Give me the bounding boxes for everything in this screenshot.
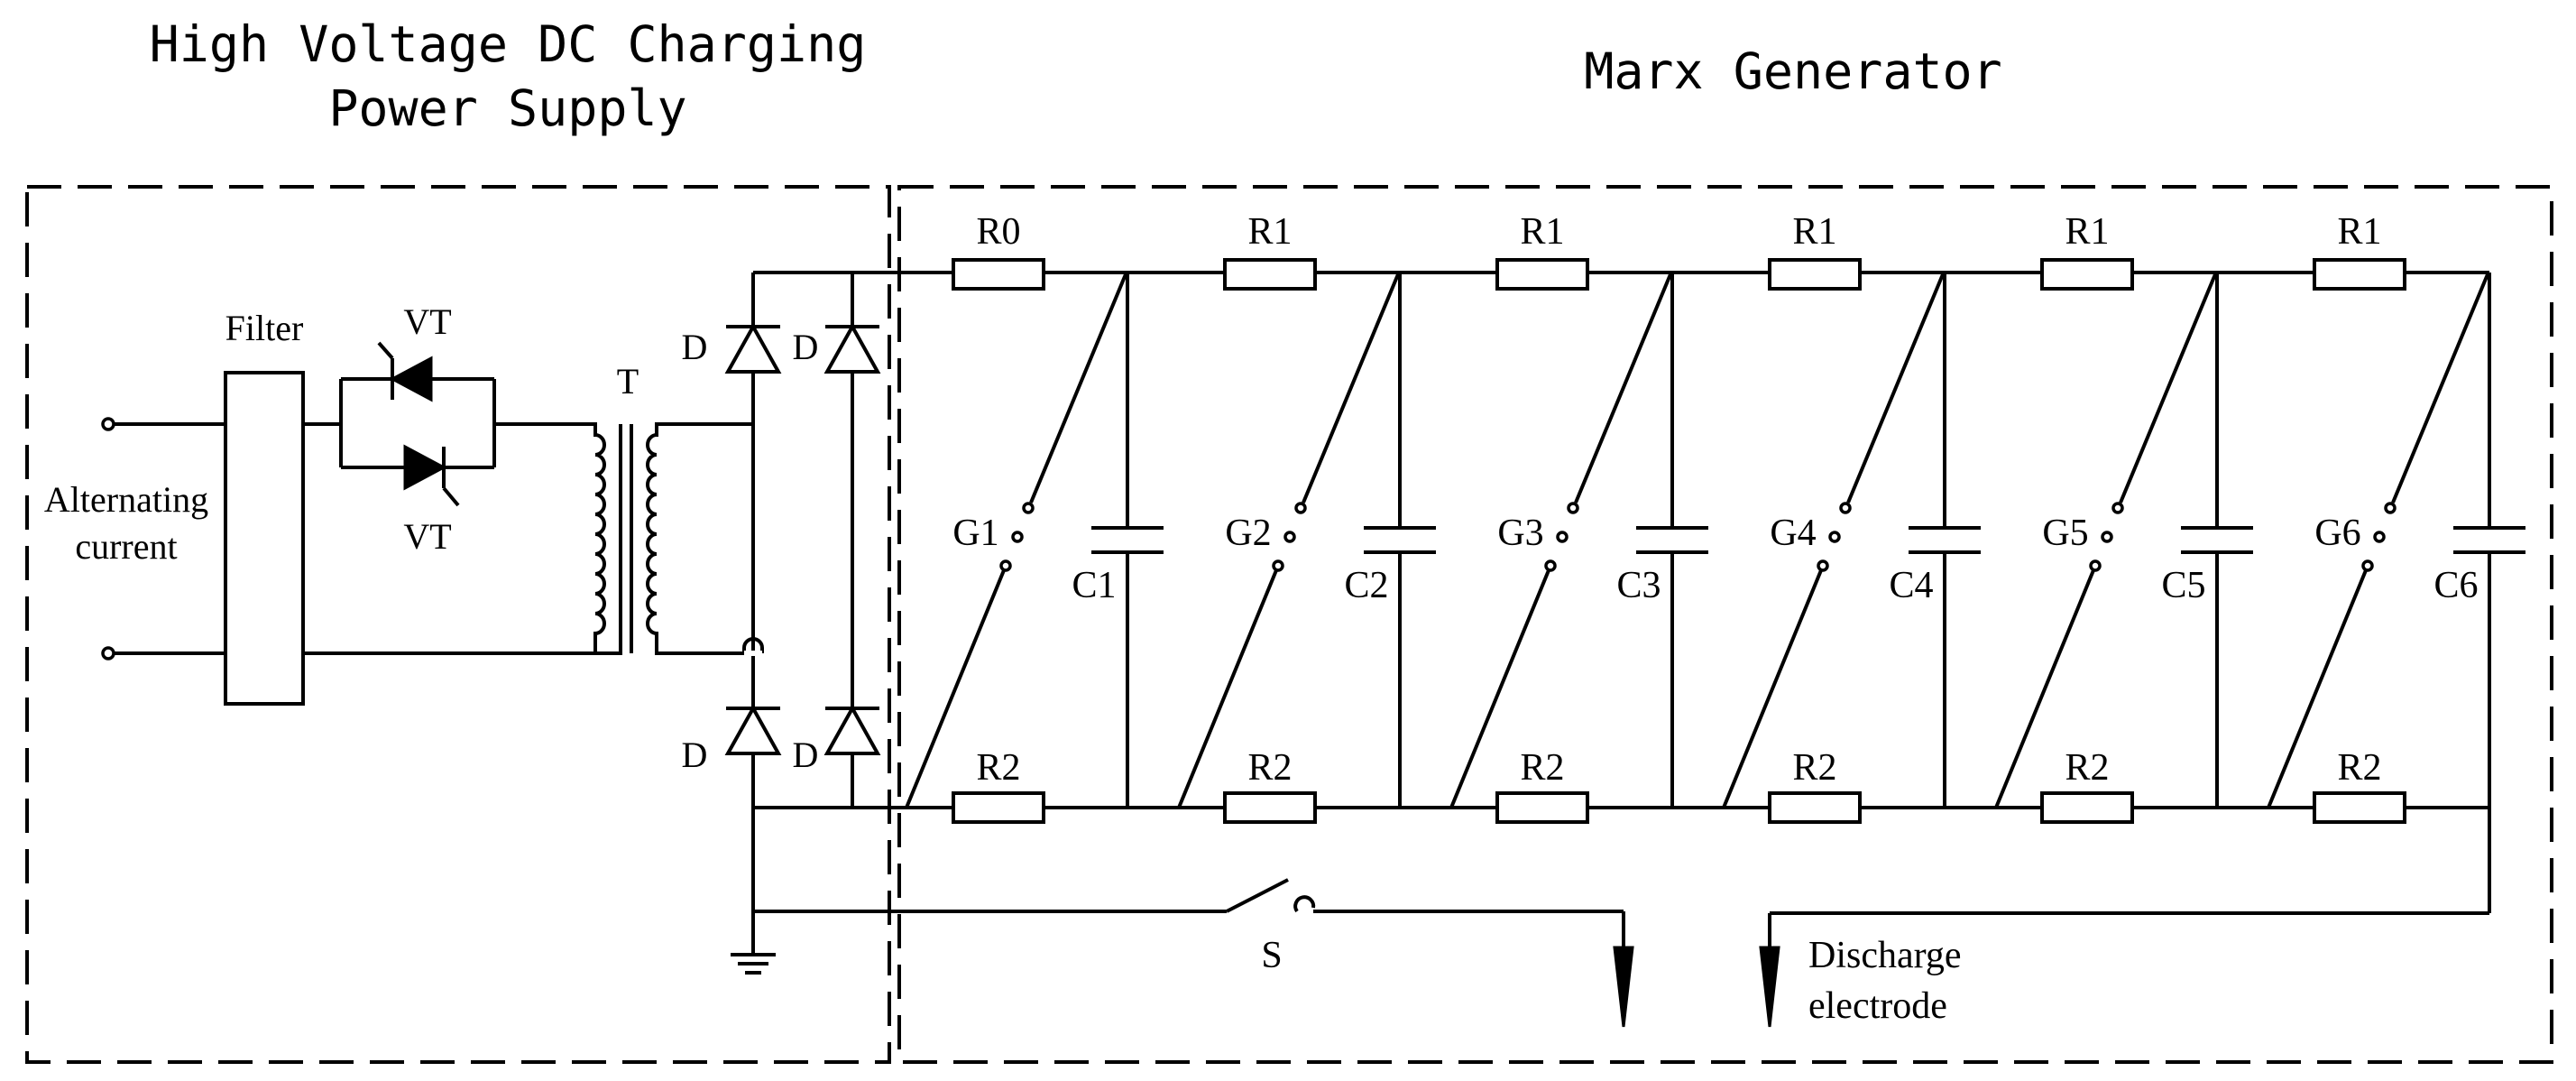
spark-gap-g1-label: G1 <box>952 513 998 554</box>
stage-3: G3 C3 <box>1449 273 1708 808</box>
resistor-r2-label-6: R2 <box>2337 747 2381 789</box>
input-label-line2: current <box>75 526 177 567</box>
resistor-r1-label-5: R1 <box>2337 211 2381 253</box>
ac-input: Alternating current <box>44 417 225 661</box>
resistor-r2-label-1: R2 <box>976 747 1020 789</box>
stage-5: G5 C5 <box>1994 273 2253 808</box>
rectifier-bridge: D D D D <box>682 271 956 911</box>
switch-label: S <box>1261 935 1282 976</box>
resistor-r1-label-1: R1 <box>1247 211 1292 253</box>
resistor-r2-4 <box>1768 791 1862 824</box>
diode-top-left <box>724 322 782 374</box>
input-terminal-bottom <box>101 646 115 661</box>
capacitor-c2-label: C2 <box>1344 565 1388 606</box>
spark-gap-g3-label: G3 <box>1497 513 1543 554</box>
capacitor-c5-label: C5 <box>2161 565 2205 606</box>
ground-icon <box>731 911 776 975</box>
diode-label-4: D <box>793 735 819 775</box>
capacitor-c1-label: C1 <box>1072 565 1116 606</box>
resistor-r2-1 <box>952 791 1045 824</box>
capacitor-c6-label: C6 <box>2433 565 2478 606</box>
bottom-rail: R2 R2 R2 R2 R2 R2 <box>753 747 2489 824</box>
diode-top-right <box>823 322 881 374</box>
thyristor-label-top: VT <box>403 301 451 342</box>
resistor-r1-3 <box>1768 258 1862 291</box>
switch-s: S <box>753 878 1625 976</box>
electrode-label-line1: Discharge <box>1808 935 1962 976</box>
input-terminal-top <box>101 417 115 431</box>
spark-gap-g6-label: G6 <box>2314 513 2360 554</box>
filter: Filter <box>224 308 305 706</box>
resistor-r2-3 <box>1495 791 1589 824</box>
spark-gap-g2-label: G2 <box>1225 513 1271 554</box>
resistor-r1-2 <box>1495 258 1589 291</box>
resistor-r2-label-3: R2 <box>1520 747 1564 789</box>
resistor-r2-2 <box>1223 791 1317 824</box>
diode-label-2: D <box>793 327 819 367</box>
resistor-r1-label-4: R1 <box>2065 211 2109 253</box>
diode-label-1: D <box>682 327 708 367</box>
top-rail: R0 R1 R1 R1 R1 R1 <box>952 211 2489 291</box>
resistor-r1-label-2: R1 <box>1520 211 1564 253</box>
transformer-label: T <box>617 361 639 402</box>
resistor-r0-label: R0 <box>976 211 1020 253</box>
electrode-label-line2: electrode <box>1808 985 1947 1027</box>
thyristor-pair: VT VT <box>339 301 496 557</box>
input-label-line1: Alternating <box>44 479 208 520</box>
diode-label-3: D <box>682 735 708 775</box>
filter-box <box>224 371 305 706</box>
discharge-electrode-right: Discharge electrode <box>1759 911 2489 1028</box>
resistor-r0 <box>952 258 1045 291</box>
resistor-r2-label-2: R2 <box>1247 747 1292 789</box>
thyristor-label-bottom: VT <box>403 516 451 557</box>
resistor-r1-1 <box>1223 258 1317 291</box>
power-supply-boundary <box>25 185 891 1064</box>
right-title: Marx Generator <box>1584 42 2002 100</box>
capacitor-c4-label: C4 <box>1889 565 1933 606</box>
stage-1: G1 C1 <box>905 273 1164 808</box>
diode-bottom-right <box>823 704 881 755</box>
filter-label: Filter <box>225 308 304 348</box>
resistor-r2-label-4: R2 <box>1792 747 1836 789</box>
resistor-r2-6 <box>2313 791 2406 824</box>
diode-bottom-left <box>724 704 782 755</box>
capacitor-c3-label: C3 <box>1616 565 1661 606</box>
spark-gap-g4-label: G4 <box>1770 513 1816 554</box>
resistor-r2-label-5: R2 <box>2065 747 2109 789</box>
stage-6: G6 C6 <box>2267 273 2525 913</box>
discharge-electrode-left <box>1613 946 1634 1028</box>
resistor-r1-4 <box>2040 258 2134 291</box>
resistor-r1-label-3: R1 <box>1792 211 1836 253</box>
left-title-line1: High Voltage DC Charging <box>150 15 867 73</box>
spark-gap-g5-label: G5 <box>2042 513 2088 554</box>
stage-2: G2 C2 <box>1177 273 1436 808</box>
resistor-r2-5 <box>2040 791 2134 824</box>
stage-4: G4 C4 <box>1722 273 1981 808</box>
marx-generator-boundary <box>897 185 2553 1064</box>
transformer: T <box>577 361 753 655</box>
resistor-r1-5 <box>2313 258 2406 291</box>
left-title-line2: Power Supply <box>328 79 686 137</box>
